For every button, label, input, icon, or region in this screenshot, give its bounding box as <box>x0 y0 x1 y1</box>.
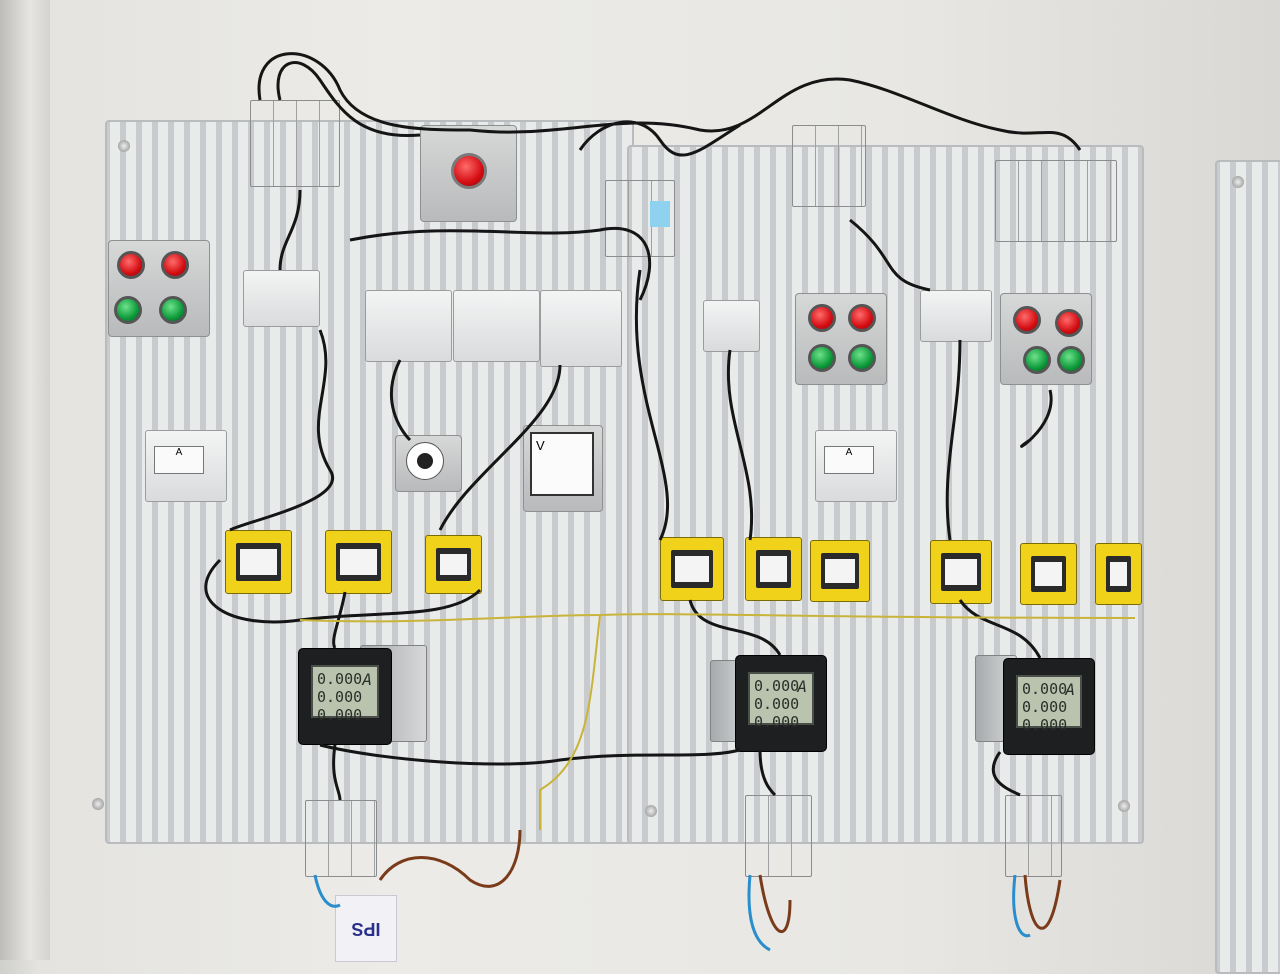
pilot-light-box <box>795 293 887 385</box>
circuit-breaker[interactable] <box>305 800 377 877</box>
current-transformer <box>1020 543 1077 605</box>
meter-line: 0.000 <box>754 695 800 713</box>
current-transformer <box>660 537 724 601</box>
ammeter-unit: A <box>824 446 874 474</box>
display-window <box>650 201 670 227</box>
green-lamp[interactable] <box>808 344 836 372</box>
circuit-breaker[interactable] <box>792 125 866 207</box>
timer-relay <box>540 290 622 367</box>
edge-panel <box>1215 160 1280 974</box>
current-transformer <box>745 537 802 601</box>
switch-dial[interactable] <box>406 442 444 480</box>
red-lamp[interactable] <box>161 251 189 279</box>
digital-power-meter: 0.000 0.000 0.000 A <box>298 648 392 745</box>
circuit-breaker[interactable] <box>1005 795 1062 877</box>
meter-line: 0.000 <box>317 688 363 706</box>
digital-power-meter: 0.000 0.000 0.000 A <box>735 655 827 752</box>
pilot-light-box <box>1000 293 1092 385</box>
meter-unit: A <box>362 670 372 689</box>
green-lamp[interactable] <box>159 296 187 324</box>
current-transformer <box>810 540 870 602</box>
timer-relay <box>453 290 540 362</box>
ammeter-unit: A <box>154 446 204 474</box>
red-lamp[interactable] <box>848 304 876 332</box>
emergency-stop-box <box>420 125 517 222</box>
contactor <box>243 270 320 327</box>
voltmeter: V <box>523 425 603 512</box>
analog-ammeter: A <box>815 430 897 502</box>
meter-display: 0.000 0.000 0.000 A <box>748 672 814 731</box>
meter-line: 0.000 <box>1022 698 1068 716</box>
red-lamp[interactable] <box>1055 309 1083 337</box>
meter-unit: A <box>1065 680 1075 699</box>
circuit-breaker[interactable] <box>745 795 812 877</box>
ips-sticker: IPS <box>335 895 397 962</box>
contactor <box>920 290 992 342</box>
meter-display: 0.000 0.000 0.000 A <box>1016 675 1082 734</box>
current-transformer <box>425 535 482 594</box>
current-transformer <box>225 530 292 594</box>
meter-unit: A <box>797 677 807 696</box>
mini-breaker-with-display[interactable] <box>605 180 675 257</box>
current-transformer <box>325 530 392 594</box>
current-transformer <box>930 540 992 604</box>
screw <box>118 140 130 152</box>
red-lamp[interactable] <box>1013 306 1041 334</box>
circuit-breaker[interactable] <box>250 100 340 187</box>
screw <box>645 805 657 817</box>
pilot-light-box <box>108 240 210 337</box>
voltmeter-unit: V <box>530 432 594 496</box>
meter-line: 0.000 <box>317 706 363 724</box>
wall-edge <box>0 0 50 960</box>
green-lamp[interactable] <box>1057 346 1085 374</box>
meter-line: 0.000 <box>317 670 363 688</box>
meter-line: 0.000 <box>754 713 800 731</box>
digital-power-meter: 0.000 0.000 0.000 A <box>1003 658 1095 755</box>
circuit-breaker[interactable] <box>995 160 1117 242</box>
meter-display: 0.000 0.000 0.000 A <box>311 665 379 724</box>
current-transformer <box>1095 543 1142 605</box>
red-lamp[interactable] <box>808 304 836 332</box>
meter-line: 0.000 <box>1022 680 1068 698</box>
red-lamp[interactable] <box>117 251 145 279</box>
meter-line: 0.000 <box>1022 716 1068 734</box>
meter-line: 0.000 <box>754 677 800 695</box>
green-lamp[interactable] <box>1023 346 1051 374</box>
screw <box>1118 800 1130 812</box>
green-lamp[interactable] <box>114 296 142 324</box>
contactor <box>703 300 760 352</box>
timer-relay <box>365 290 452 362</box>
analog-ammeter: A <box>145 430 227 502</box>
selector-switch[interactable] <box>395 435 462 492</box>
green-lamp[interactable] <box>848 344 876 372</box>
screw <box>92 798 104 810</box>
screw <box>1232 176 1244 188</box>
emergency-stop-button[interactable] <box>451 153 487 189</box>
